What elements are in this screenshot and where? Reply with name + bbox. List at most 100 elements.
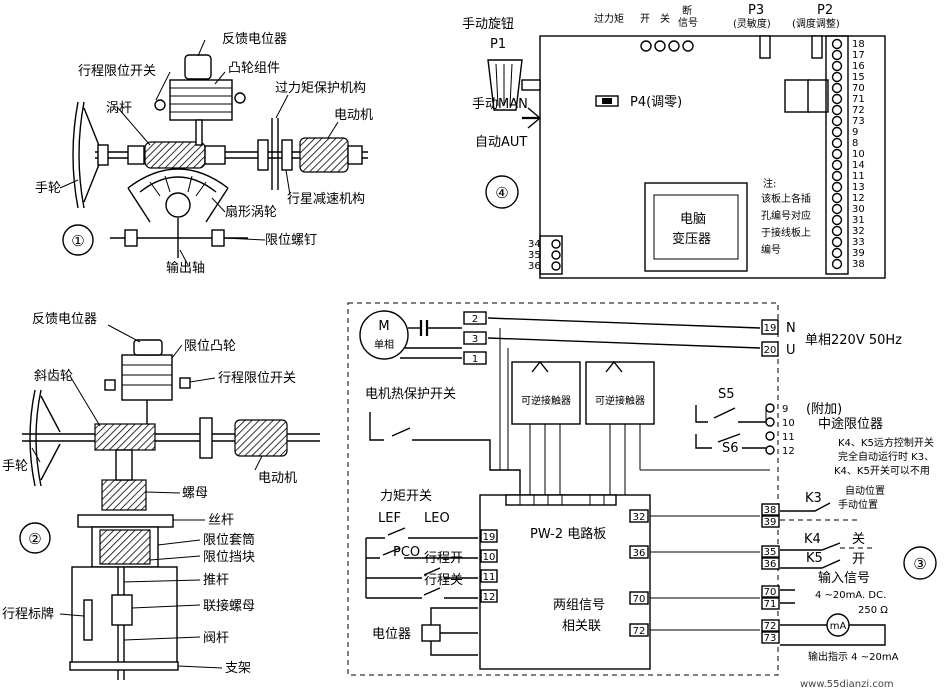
- label-p2: P2: [817, 3, 833, 18]
- terminal-block: [480, 569, 498, 583]
- terminal-number: 35: [528, 250, 541, 261]
- label-s6: S6: [722, 441, 739, 456]
- terminal-number: 12: [782, 446, 795, 457]
- label-motor-1: 电动机: [334, 108, 373, 123]
- label-p2-desc: (调度调整): [792, 17, 840, 30]
- label-coupling-nut-2: 联接螺母: [203, 598, 255, 614]
- label-open-k5: 开: [852, 552, 865, 567]
- label-cam-assembly-1: 凸轮组件: [228, 61, 280, 76]
- label-lead-screw-2: 丝杆: [208, 513, 234, 528]
- terminal-hole: [831, 247, 843, 259]
- p2-potentiometer[interactable]: [811, 35, 823, 59]
- terminal-number: 31: [852, 215, 865, 226]
- terminal-number: 38: [764, 505, 777, 516]
- terminal-number: 32: [633, 512, 646, 523]
- worm-1: [144, 141, 206, 169]
- label-nut-2: 螺母: [182, 486, 208, 501]
- overtorque-mechanism-1: [257, 118, 293, 190]
- terminal-number: 12: [852, 193, 865, 204]
- diagram-3-wiring: M 单相 231 19 20 N U 单相220V 50Hz 可逆接触器 可逆接…: [347, 302, 937, 676]
- label-note-2: 孔编号对应: [761, 209, 811, 222]
- manual-knob[interactable]: [487, 59, 541, 111]
- label-motor-m: M: [378, 319, 389, 334]
- label-motor-2: 电动机: [258, 471, 297, 486]
- label-auto-pos: 自动位置: [845, 484, 885, 497]
- terminal-block: [761, 619, 780, 632]
- label-torque-switch: 力矩开关: [380, 489, 432, 504]
- label-handwheel-2: 手轮: [2, 459, 28, 474]
- terminal-block: [761, 585, 780, 598]
- label-resistance: 250 Ω: [858, 605, 888, 616]
- label-manual-pos: 手动位置: [838, 498, 878, 511]
- terminal-block: [629, 545, 649, 559]
- label-board: PW-2 电路板: [530, 526, 606, 542]
- pw2-circuit-board: [479, 494, 651, 670]
- label-limit-screw-1: 限位螺钉: [265, 233, 317, 248]
- terminal-hole: [831, 258, 843, 270]
- label-thermal-switch: 电机热保护开关: [365, 387, 456, 402]
- terminal-number: 70: [633, 594, 646, 605]
- terminal-hole: [831, 148, 843, 160]
- label-lef: LEF: [378, 511, 401, 526]
- label-two-signals-1: 两组信号: [553, 598, 605, 613]
- terminal-block: [480, 589, 498, 603]
- label-contactor-2: 可逆接触器: [595, 394, 645, 407]
- terminal-number: 11: [852, 171, 865, 182]
- label-input-signal: 输入信号: [818, 570, 870, 586]
- label-p3-desc: (灵敏度): [733, 17, 771, 30]
- terminal-number: 39: [764, 517, 777, 528]
- label-close-k4: 关: [852, 532, 865, 547]
- label-limit-block-2: 限位挡块: [203, 550, 255, 565]
- label-note-4: 编号: [761, 243, 781, 256]
- terminal-hole: [831, 137, 843, 149]
- label-close-led: 关: [660, 12, 670, 25]
- label-k5: K5: [806, 551, 823, 566]
- terminal-number: 2: [472, 314, 478, 325]
- terminal-number: 72: [633, 626, 646, 637]
- terminal-number: 9: [852, 127, 858, 138]
- label-bevel-gear-2: 斜齿轮: [34, 369, 73, 384]
- terminal-hole: [551, 250, 561, 260]
- terminal-hole: [765, 445, 775, 455]
- man-auto-switch[interactable]: [522, 107, 542, 129]
- nut-2: [101, 479, 147, 511]
- terminal-hole: [831, 214, 843, 226]
- terminal-number: 17: [852, 50, 865, 61]
- bevel-gear-2: [94, 423, 156, 451]
- label-valve-stem-2: 阀杆: [203, 631, 229, 646]
- terminal-number: 10: [852, 149, 865, 160]
- diagram-1-worm-gear-actuator: 反馈电位器 行程限位开关 凸轮组件 涡杆 过力矩保护机构 电动机 手轮 行星减速…: [35, 32, 373, 276]
- terminal-hole: [551, 239, 561, 249]
- terminal-number: 39: [852, 248, 865, 259]
- motor-single-phase: [359, 310, 409, 360]
- label-feedback-pot-2: 反馈电位器: [32, 312, 97, 327]
- terminal-block: [761, 503, 780, 516]
- terminal-hole: [551, 261, 561, 271]
- terminal-block: [761, 597, 780, 610]
- indicator-leds: [640, 40, 694, 52]
- terminal-hole: [831, 126, 843, 138]
- terminal-block: [463, 311, 487, 325]
- label-two-signals-2: 相关联: [562, 619, 601, 634]
- terminal-number: 15: [852, 72, 865, 83]
- label-open-led: 开: [640, 14, 650, 25]
- label-limit-cam-2: 限位凸轮: [184, 339, 236, 354]
- terminal-number: 32: [852, 226, 865, 237]
- terminal-number: 30: [852, 204, 865, 215]
- reversible-contactor-2: 可逆接触器: [585, 360, 655, 425]
- terminal-number: 1: [472, 354, 478, 365]
- diagram-3-number: ③: [913, 555, 926, 573]
- label-auto: 自动AUT: [475, 135, 527, 150]
- terminal-block: [463, 331, 487, 345]
- label-p4: P4(调零): [630, 95, 682, 110]
- terminal-number: 36: [528, 261, 541, 272]
- terminal-number: 12: [483, 592, 496, 603]
- label-feedback-pot-1: 反馈电位器: [222, 32, 287, 47]
- cam-assembly-1: [154, 54, 246, 146]
- p3-potentiometer[interactable]: [759, 35, 771, 59]
- terminal-number: 9: [782, 404, 788, 415]
- label-overtorque-1: 过力矩保护机构: [275, 81, 366, 96]
- terminal-hole: [765, 431, 775, 441]
- label-k45-2: 完全自动运行时 K3、: [838, 450, 934, 463]
- label-optional: (附加): [806, 402, 842, 417]
